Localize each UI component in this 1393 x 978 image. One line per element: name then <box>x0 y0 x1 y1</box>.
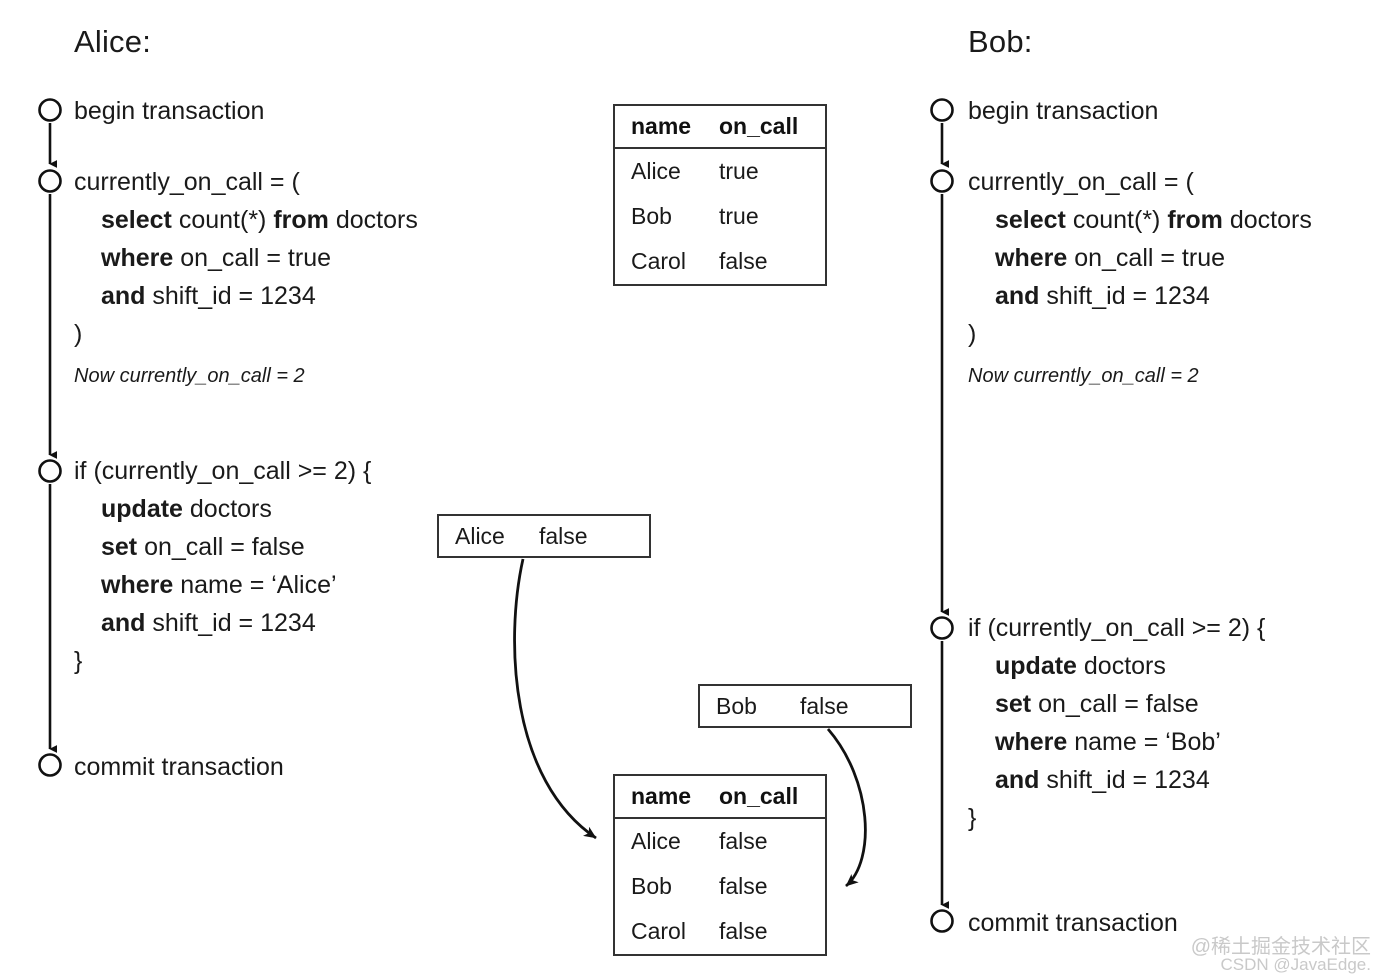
cell-on-call: false <box>800 692 849 719</box>
alice-step-commit: commit transaction <box>74 753 284 781</box>
cell-name: Alice <box>631 828 681 854</box>
bob-write-arrow <box>826 728 867 888</box>
table-header-row: name on_call <box>615 106 825 149</box>
sql-keyword-select: select <box>995 206 1066 234</box>
sql-keyword-from: from <box>273 206 329 234</box>
column-title-alice: Alice: <box>74 24 152 59</box>
write-row-bob: Bob false <box>698 684 912 728</box>
sql-keyword-update: update <box>101 495 183 523</box>
cell-on-call: true <box>719 203 759 229</box>
table-row: Bob true <box>615 194 825 239</box>
watermark-juejin: @稀土掘金技术社区 <box>1190 936 1371 958</box>
sql-keyword-and: and <box>995 282 1040 310</box>
cell-on-call: false <box>539 522 588 549</box>
column-header-name: name <box>631 113 692 139</box>
sql-keyword-where: where <box>101 244 174 272</box>
cell-on-call: false <box>719 248 768 274</box>
column-header-on-call: on_call <box>719 113 799 139</box>
table-row: Carol false <box>615 239 825 284</box>
sql-keyword-from: from <box>1167 206 1223 234</box>
sql-keyword-set: set <box>101 533 138 561</box>
table-row: Bob false <box>615 864 825 909</box>
alice-step-query: currently_on_call = ( select count(*) fr… <box>74 168 418 348</box>
bob-note-counter: Now currently_on_call = 2 <box>968 365 1199 387</box>
bob-step-query: currently_on_call = ( select count(*) fr… <box>968 168 1312 348</box>
doctors-table-final: name on_call Alice false Bob false Carol… <box>613 774 827 956</box>
cell-name: Alice <box>455 522 505 549</box>
sql-keyword-set: set <box>995 690 1032 718</box>
alice-write-arrow <box>513 558 597 840</box>
table-row: Alice true <box>615 149 825 194</box>
bob-step-if: if (currently_on_call >= 2) { update doc… <box>968 614 1266 832</box>
table-header-row: name on_call <box>615 776 825 819</box>
sql-keyword-and: and <box>101 609 146 637</box>
sql-keyword-and: and <box>101 282 146 310</box>
cell-on-call: true <box>719 158 759 184</box>
column-header-name: name <box>631 783 692 809</box>
cell-on-call: false <box>719 873 768 899</box>
watermark-csdn: CSDN @JavaEdge. <box>1220 955 1372 974</box>
sql-keyword-where: where <box>101 571 174 599</box>
column-title-bob: Bob: <box>968 24 1033 59</box>
sql-keyword-where: where <box>995 728 1068 756</box>
sql-keyword-update: update <box>995 652 1077 680</box>
table-row: Carol false <box>615 909 825 954</box>
cell-on-call: false <box>719 828 768 854</box>
bob-nodes <box>930 98 954 933</box>
cell-name: Carol <box>631 918 686 944</box>
write-row-alice: Alice false <box>437 514 651 558</box>
alice-step-if: if (currently_on_call >= 2) { update doc… <box>74 457 372 675</box>
table-row: Alice false <box>615 819 825 864</box>
alice-nodes <box>38 98 62 777</box>
column-header-on-call: on_call <box>719 783 799 809</box>
doctors-table-initial: name on_call Alice true Bob true Carol f… <box>613 104 827 286</box>
sql-keyword-select: select <box>101 206 172 234</box>
alice-note-counter: Now currently_on_call = 2 <box>74 365 305 387</box>
cell-name: Carol <box>631 248 686 274</box>
cell-name: Bob <box>631 203 672 229</box>
cell-name: Alice <box>631 158 681 184</box>
alice-step-begin: begin transaction <box>74 97 265 125</box>
sql-keyword-and: and <box>995 766 1040 794</box>
sql-keyword-where: where <box>995 244 1068 272</box>
cell-name: Bob <box>716 692 757 719</box>
bob-step-begin: begin transaction <box>968 97 1159 125</box>
cell-name: Bob <box>631 873 672 899</box>
bob-step-commit: commit transaction <box>968 909 1178 937</box>
cell-on-call: false <box>719 918 768 944</box>
